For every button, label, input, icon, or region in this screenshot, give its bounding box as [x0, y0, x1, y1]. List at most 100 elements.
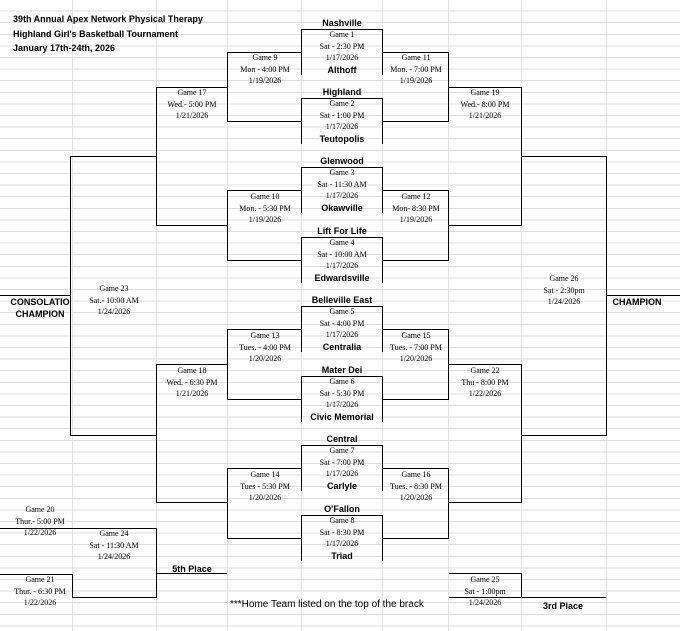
line — [382, 376, 383, 422]
line — [0, 574, 72, 575]
game-23-time: Sat.- 10:00 AM — [89, 295, 139, 305]
line — [227, 52, 301, 53]
line — [383, 399, 449, 400]
game-3-time: Sat - 11:30 AM — [317, 179, 367, 189]
consolation-champion-label-2: CHAMPION — [15, 309, 65, 319]
team-lift-for-life: Lift For Life — [317, 226, 367, 236]
line — [383, 121, 449, 122]
line — [301, 98, 302, 144]
line — [448, 329, 449, 399]
game-17-game: Game 17 — [177, 88, 207, 97]
team-edwardsville: Edwardsville — [314, 273, 370, 283]
game-18-time: Wed. - 6:30 PM — [166, 377, 218, 387]
team-civic-memorial: Civic Memorial — [310, 412, 374, 422]
game-13-date: 1/20/2026 — [248, 354, 282, 364]
game-18-game: Game 18 — [177, 366, 207, 375]
line — [382, 515, 383, 561]
game-8-time: Sat - 8:30 PM — [319, 527, 365, 537]
line — [449, 573, 521, 574]
game-14-time: Tues - 5:30 PM — [240, 481, 290, 491]
line — [156, 87, 157, 226]
game-13-game: Game 13 — [250, 331, 280, 340]
line — [301, 167, 383, 168]
game-9-time: Mon - 4:00 PM — [240, 64, 290, 74]
line — [227, 329, 228, 399]
line — [521, 435, 607, 436]
line — [382, 29, 383, 75]
line — [382, 98, 383, 144]
line — [70, 156, 71, 436]
third-place-label: 3rd Place — [542, 601, 584, 611]
line — [156, 364, 157, 503]
game-3-game: Game 3 — [329, 168, 355, 177]
team-belleville-east: Belleville East — [311, 295, 373, 305]
game-7-time: Sat - 7:00 PM — [319, 457, 365, 467]
game-6-time: Sat - 5:30 PM — [319, 388, 365, 398]
game-11-date: 1/19/2026 — [399, 76, 433, 86]
game-1-game: Game 1 — [329, 30, 355, 39]
team-althoff: Althoff — [327, 65, 357, 75]
team-mater-dei: Mater Dei — [321, 365, 363, 375]
line — [301, 237, 383, 238]
team-centralia: Centralia — [322, 342, 362, 352]
line — [227, 260, 301, 261]
home-team-note: ***Home Team listed on the top of the br… — [230, 599, 424, 610]
line — [0, 528, 72, 529]
game-6-date: 1/17/2026 — [325, 400, 359, 410]
team-teutopolis: Teutopolis — [319, 134, 365, 144]
game-20-game: Game 20 — [25, 505, 55, 514]
line — [70, 156, 156, 157]
game-12-game: Game 12 — [401, 192, 431, 201]
game-16-date: 1/20/2026 — [399, 493, 433, 503]
line — [227, 190, 301, 191]
game-9-date: 1/19/2026 — [248, 76, 282, 86]
team-carlyle: Carlyle — [326, 481, 358, 491]
line — [521, 364, 522, 503]
game-23-game: Game 23 — [99, 284, 129, 293]
tournament-name: Highland Girl's Basketball Tournament — [13, 29, 179, 39]
game-17-date: 1/21/2026 — [175, 111, 209, 121]
game-19-time: Wed.- 8:00 PM — [460, 99, 510, 109]
line — [70, 435, 156, 436]
line — [301, 306, 302, 352]
game-2-time: Sat - 1:00 PM — [319, 110, 365, 120]
game-15-date: 1/20/2026 — [399, 354, 433, 364]
game-16-game: Game 16 — [401, 470, 431, 479]
game-4-time: Sat - 10:00 AM — [317, 249, 367, 259]
line — [521, 156, 607, 157]
line — [449, 364, 521, 365]
game-7-date: 1/17/2026 — [325, 469, 359, 479]
line — [521, 597, 606, 598]
game-8-game: Game 8 — [329, 516, 355, 525]
game-15-time: Tues. - 7:00 PM — [390, 342, 442, 352]
line — [606, 295, 680, 296]
line — [156, 225, 227, 226]
team-glenwood: Glenwood — [320, 156, 364, 166]
tournament-dates: January 17th-24th, 2026 — [13, 43, 116, 53]
game-26-time: Sat - 2:30pm — [543, 285, 585, 295]
game-14-game: Game 14 — [250, 470, 280, 479]
game-2-game: Game 2 — [329, 99, 355, 108]
game-2-date: 1/17/2026 — [325, 122, 359, 132]
game-1-time: Sat - 2:30 PM — [319, 41, 365, 51]
game-22-time: Thu - 8:00 PM — [461, 377, 509, 387]
line — [301, 515, 302, 561]
game-13-time: Tues. - 4:00 PM — [239, 342, 291, 352]
line — [227, 468, 301, 469]
team-nashville: Nashville — [322, 18, 362, 28]
line — [449, 225, 521, 226]
line — [301, 98, 383, 99]
tournament-sponsor-title: 39th Annual Apex Network Physical Therap… — [13, 14, 203, 24]
game-24-game: Game 24 — [99, 529, 129, 538]
team-okawville: Okawville — [321, 203, 363, 213]
consolation-champion-label-1: CONSOLATIO — [10, 297, 70, 307]
line — [301, 515, 383, 516]
game-15-game: Game 15 — [401, 331, 431, 340]
line — [449, 87, 521, 88]
game-3-date: 1/17/2026 — [325, 191, 359, 201]
line — [301, 306, 383, 307]
game-11-game: Game 11 — [401, 53, 431, 62]
line — [449, 597, 521, 598]
line — [301, 445, 302, 491]
